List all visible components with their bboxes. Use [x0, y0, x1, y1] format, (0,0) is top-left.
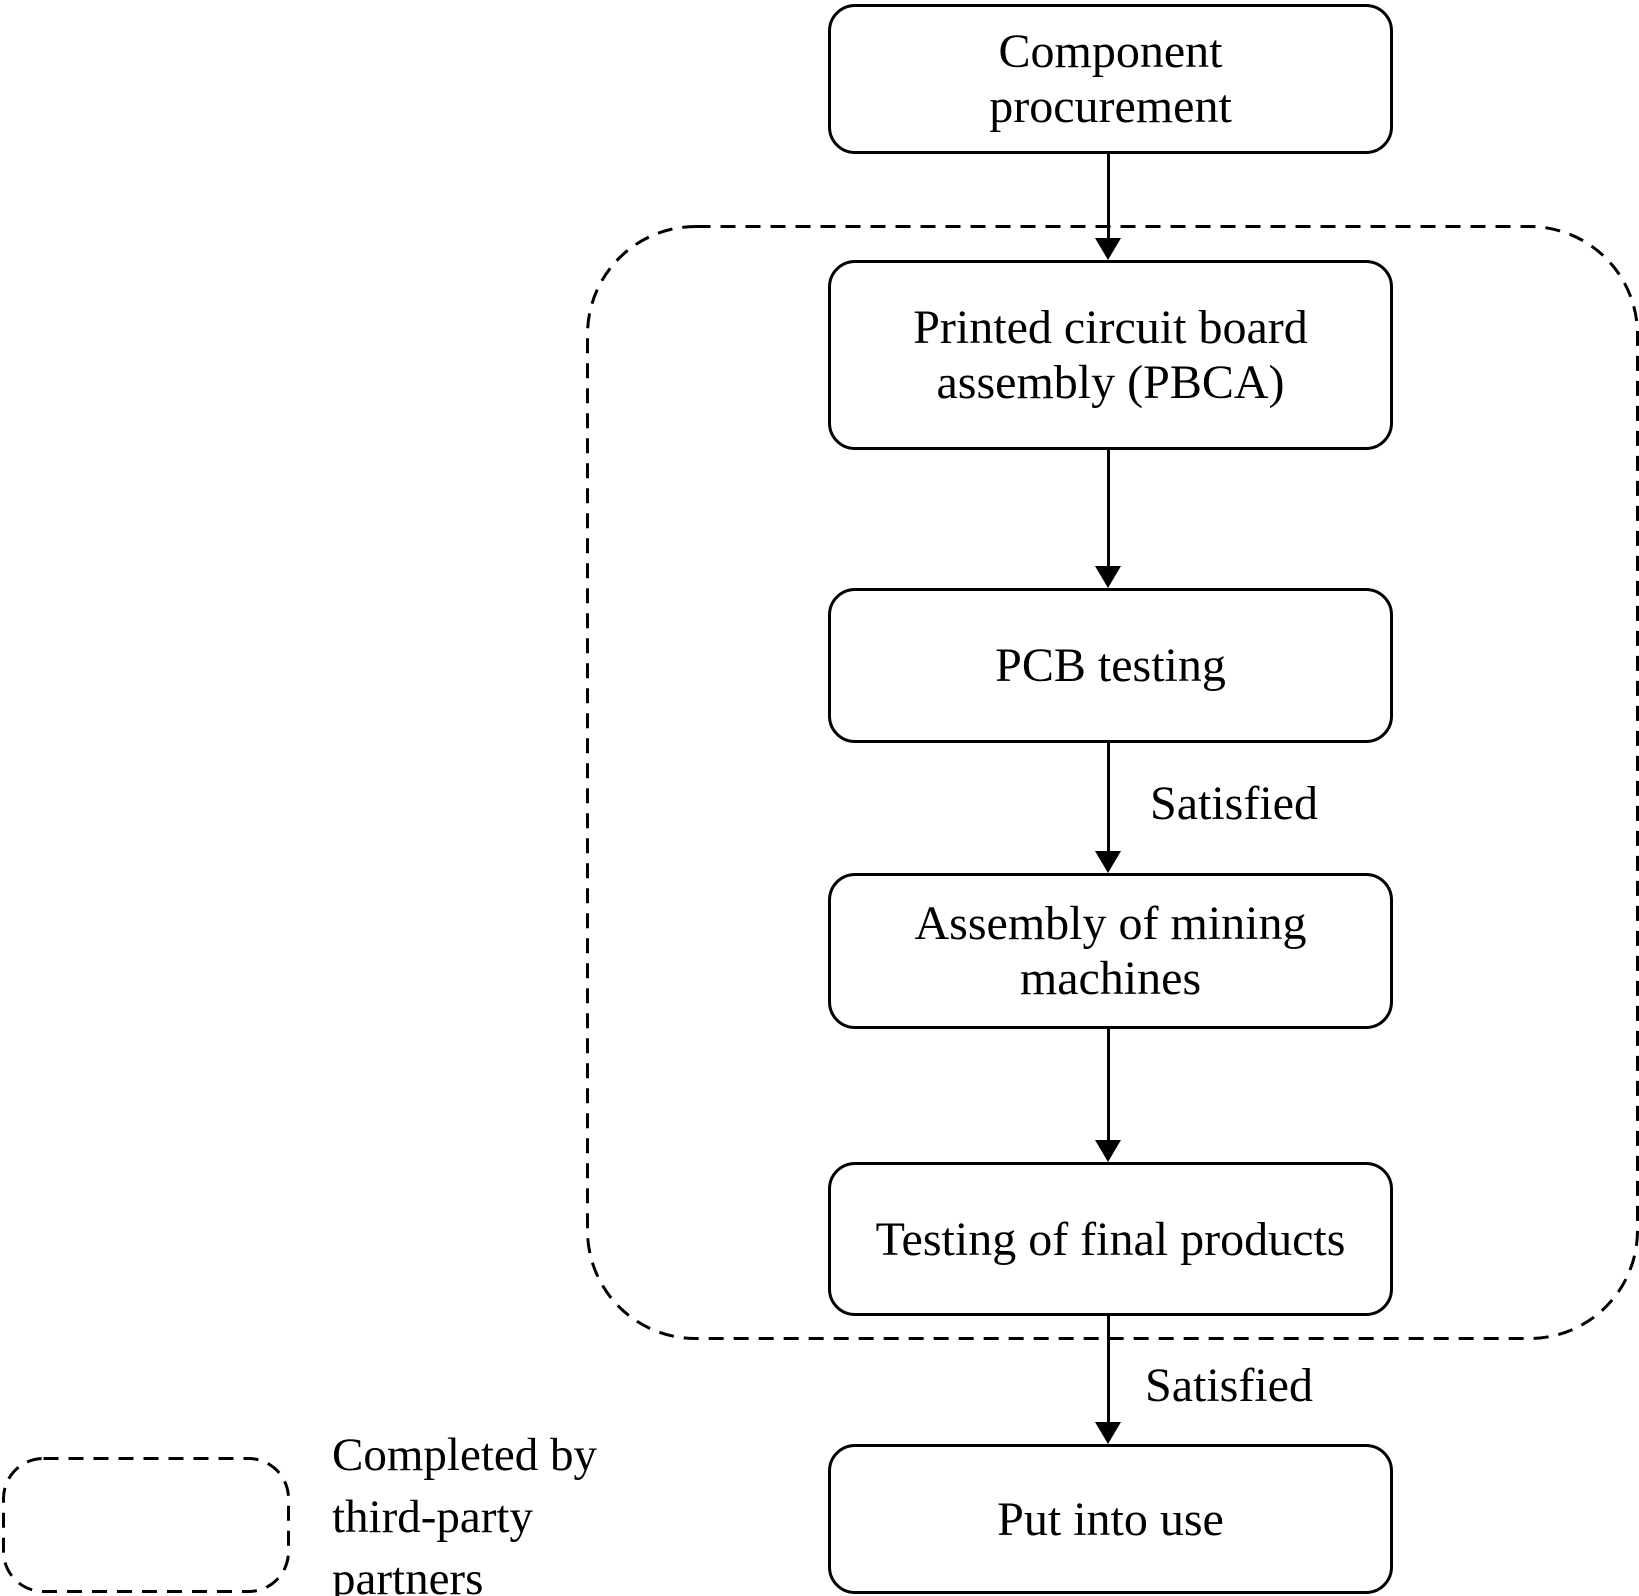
third-party-group-outline [586, 225, 1639, 1340]
node-label: Component procurement [989, 25, 1232, 133]
arrow-down-icon [1095, 1140, 1121, 1162]
legend-label: Completed by third-party partners [332, 1429, 597, 1596]
arrow-line [1106, 1316, 1110, 1422]
arrow-down-icon [1095, 238, 1121, 260]
node-pcb-assembly: Printed circuit board assembly (PBCA) [828, 260, 1393, 450]
node-pcb-testing: PCB testing [828, 588, 1393, 743]
node-put-into-use: Put into use [828, 1444, 1393, 1594]
node-component-procurement: Component procurement [828, 4, 1393, 154]
node-label: Testing of final products [875, 1212, 1346, 1266]
arrow-mining-to-final [1095, 1029, 1121, 1162]
arrow-final-to-use [1095, 1316, 1121, 1444]
arrow-line [1106, 743, 1110, 851]
arrow-down-icon [1095, 1422, 1121, 1444]
arrow-line [1106, 450, 1110, 566]
arrow-testing-to-mining [1095, 743, 1121, 873]
arrow-line [1106, 1029, 1110, 1140]
node-label: Printed circuit board assembly (PBCA) [913, 301, 1308, 409]
node-label: Assembly of mining machines [914, 897, 1307, 1005]
node-label: PCB testing [995, 639, 1226, 692]
arrow-down-icon [1095, 851, 1121, 873]
node-label: Put into use [997, 1492, 1224, 1546]
edge-label-satisfied-2: Satisfied [1145, 1359, 1313, 1412]
arrow-line [1106, 154, 1110, 238]
edge-label-satisfied-1: Satisfied [1150, 777, 1318, 830]
arrow-assembly-to-testing [1095, 450, 1121, 588]
node-final-testing: Testing of final products [828, 1162, 1393, 1316]
legend-dashed-box [2, 1457, 290, 1593]
node-mining-assembly: Assembly of mining machines [828, 873, 1393, 1029]
arrow-down-icon [1095, 566, 1121, 588]
arrow-procurement-to-assembly [1095, 154, 1121, 260]
